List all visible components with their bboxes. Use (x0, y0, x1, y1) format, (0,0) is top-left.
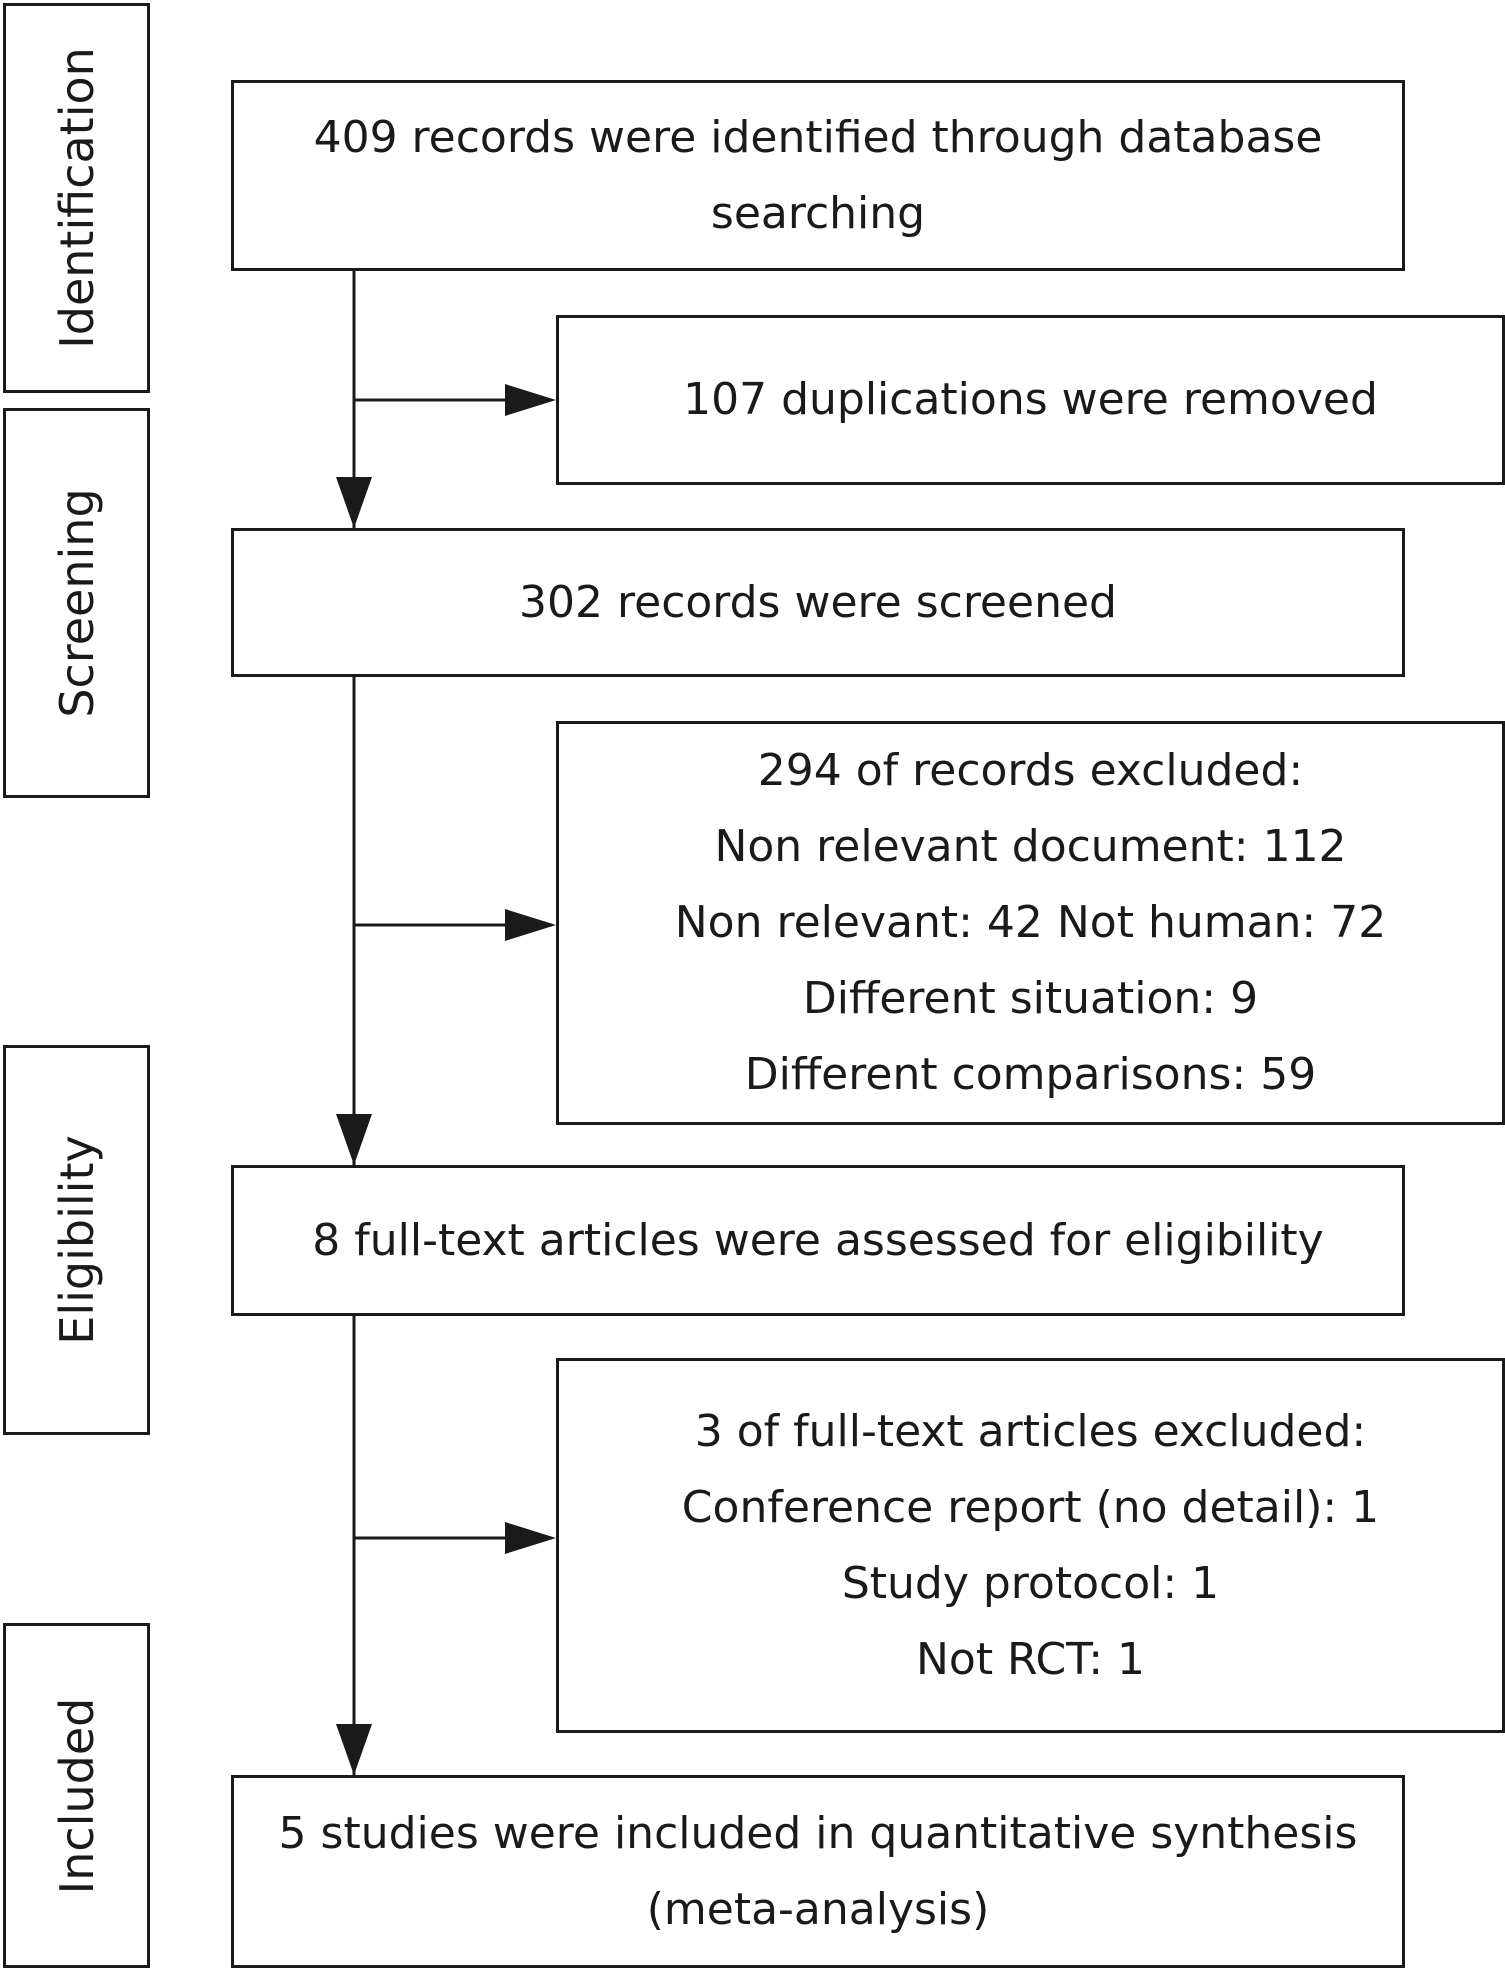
arrowhead-excluded-records (505, 909, 556, 941)
box-excluded-fulltext-line-1: 3 of full-text articles excluded: (694, 1405, 1367, 1457)
box-excluded-fulltext-line-3: Study protocol: 1 (841, 1557, 1220, 1609)
box-identified-line-2: searching (710, 187, 926, 239)
box-fulltext: 8 full-text articles were assessed for e… (231, 1165, 1405, 1316)
box-excluded-fulltext-line-2: Conference report (no detail): 1 (681, 1481, 1380, 1533)
box-excluded-records-line-2: Non relevant document: 112 (714, 821, 1347, 872)
box-excluded-fulltext-line-4: Not RCT: 1 (915, 1633, 1146, 1685)
box-screened: 302 records were screened (231, 528, 1405, 677)
stage-screening: Screening (3, 408, 150, 798)
box-excluded-fulltext: 3 of full-text articles excluded: Confer… (556, 1358, 1505, 1733)
box-included-line-1: 5 studies were included in quantitative … (278, 1807, 1358, 1859)
arrowhead-included (336, 1724, 372, 1775)
stage-eligibility: Eligibility (3, 1045, 150, 1435)
box-identified: 409 records were identified through data… (231, 80, 1405, 271)
box-identified-line-1: 409 records were identified through data… (313, 111, 1323, 163)
box-included-line-2: (meta-analysis) (646, 1883, 990, 1935)
box-duplicates-line-1: 107 duplications were removed (683, 374, 1378, 425)
box-included: 5 studies were included in quantitative … (231, 1775, 1405, 1968)
stage-identification: Identification (3, 3, 150, 393)
box-excluded-records-line-3: Non relevant: 42 Not human: 72 (674, 897, 1387, 948)
box-screened-line-1: 302 records were screened (519, 576, 1117, 628)
box-excluded-records-line-5: Different comparisons: 59 (744, 1049, 1317, 1100)
arrowhead-excluded-fulltext (505, 1522, 556, 1554)
arrowhead-duplicates (505, 384, 556, 416)
stage-included: Included (3, 1623, 150, 1968)
arrowhead-fulltext (336, 1114, 372, 1165)
box-excluded-records-line-4: Different situation: 9 (802, 973, 1259, 1024)
box-excluded-records: 294 of records excluded: Non relevant do… (556, 721, 1505, 1125)
box-fulltext-line-1: 8 full-text articles were assessed for e… (312, 1214, 1324, 1266)
arrowhead-screened (336, 477, 372, 528)
box-excluded-records-line-1: 294 of records excluded: (757, 745, 1304, 796)
box-duplicates: 107 duplications were removed (556, 315, 1505, 485)
